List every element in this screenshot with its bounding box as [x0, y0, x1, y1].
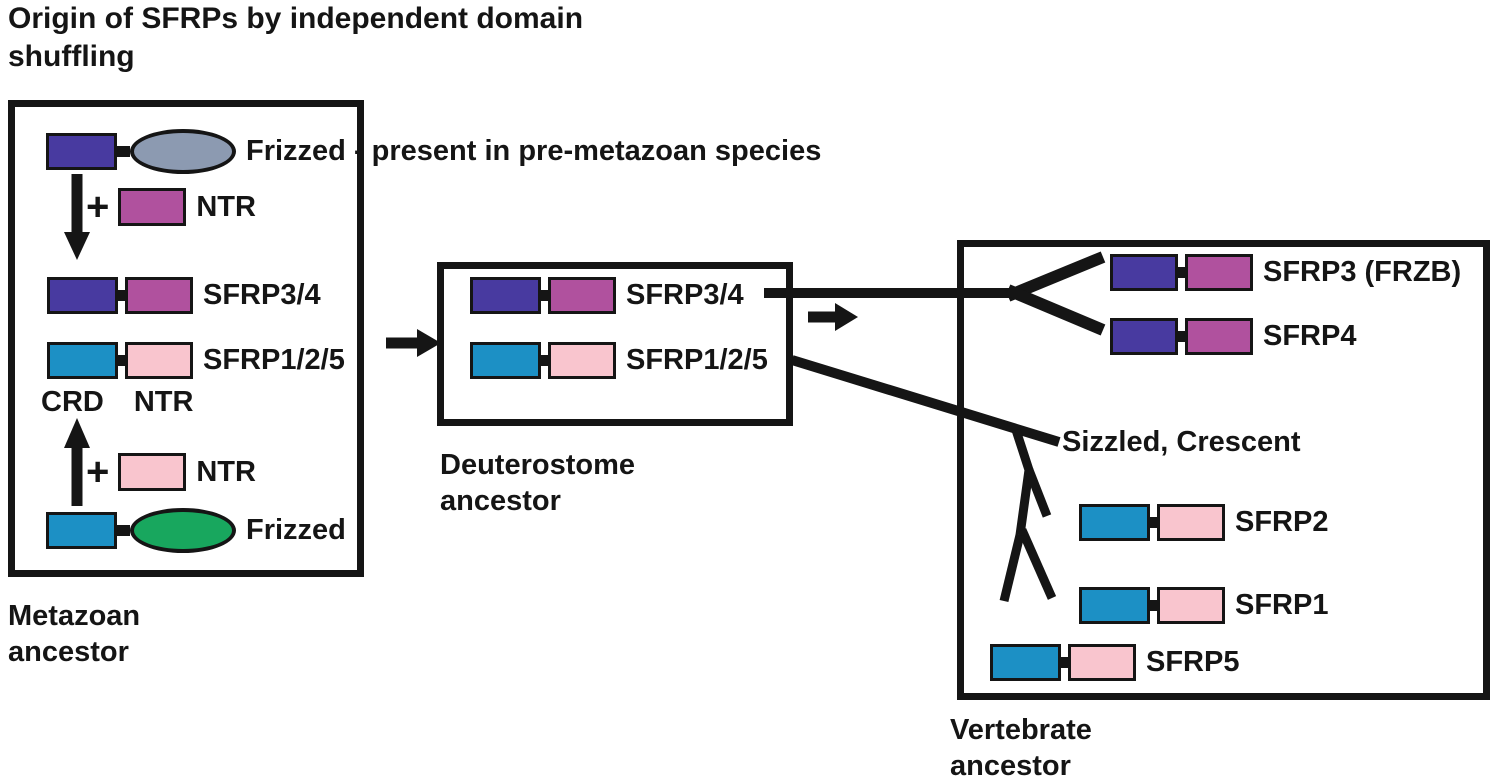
crd-domain — [1079, 504, 1150, 541]
metazoan-caption: Metazoan ancestor — [8, 600, 141, 668]
metazoan-ancestor-box — [8, 100, 364, 577]
sfrp4-module: SFRP4 — [1110, 318, 1356, 355]
frizzled-premetazoan-module: Frizzed - present in pre-metazoan specie… — [46, 129, 821, 174]
ntr-domain — [548, 277, 616, 314]
sizzled-crescent-label: Sizzled, Crescent — [1062, 426, 1301, 458]
sfrp2-label: SFRP2 — [1235, 506, 1329, 538]
ntr-label: NTR — [196, 455, 256, 488]
crd-domain — [1110, 254, 1178, 291]
domain-linker — [541, 355, 548, 366]
deuterostome-caption: Deuterostome ancestor — [440, 449, 635, 517]
domain-linker — [118, 355, 125, 366]
domain-linker — [1150, 600, 1157, 611]
domain-key-caption: CRD NTR — [41, 386, 193, 419]
crd-domain — [46, 133, 117, 170]
ntr-domain — [548, 342, 616, 379]
crd-domain — [47, 277, 118, 314]
ntr-domain — [118, 453, 187, 491]
sfrp5-label: SFRP5 — [1146, 646, 1240, 678]
frizzled-body-ellipse — [130, 129, 236, 174]
crd-domain — [470, 342, 541, 379]
sfrp1-module: SFRP1 — [1079, 587, 1328, 624]
plus-sign: + — [86, 450, 110, 494]
ntr-domain — [125, 342, 193, 379]
sfrp125-module-metazoan: SFRP1/2/5 — [47, 342, 345, 379]
sfrp34-label: SFRP3/4 — [203, 279, 321, 311]
plus-sign: + — [86, 185, 110, 229]
ntr-caption: NTR — [133, 386, 194, 418]
crd-domain — [990, 644, 1061, 681]
frizzled-metazoan-module: Frizzed — [46, 508, 346, 553]
ntr-domain — [1157, 587, 1225, 624]
sfrp3-label: SFRP3 (FRZB) — [1263, 256, 1462, 288]
ntr-domain — [1185, 318, 1253, 355]
sfrp3-module: SFRP3 (FRZB) — [1110, 254, 1461, 291]
plus-ntr-magenta-row: + NTR — [86, 187, 256, 227]
crd-domain — [47, 342, 118, 379]
frizzled-body-ellipse — [130, 508, 236, 553]
crd-caption: CRD — [41, 386, 104, 418]
sfrp1-label: SFRP1 — [1235, 589, 1329, 621]
sfrp4-label: SFRP4 — [1263, 320, 1357, 352]
crd-domain — [1079, 587, 1150, 624]
frizzled-label: Frizzed — [246, 514, 346, 546]
sfrp125-module-deuterostome: SFRP1/2/5 — [470, 342, 768, 379]
ntr-domain — [118, 188, 187, 226]
sfrp125-label: SFRP1/2/5 — [626, 344, 768, 376]
domain-linker — [1178, 267, 1185, 278]
flow-arrow-2-icon — [835, 303, 858, 331]
ntr-label: NTR — [196, 190, 256, 223]
sfrp2-module: SFRP2 — [1079, 504, 1328, 541]
domain-linker — [1150, 517, 1157, 528]
domain-linker — [1178, 331, 1185, 342]
sfrp5-module: SFRP5 — [990, 644, 1239, 681]
crd-domain — [1110, 318, 1178, 355]
ntr-domain — [1068, 644, 1136, 681]
diagram-title: Origin of SFRPs by independent domain sh… — [8, 2, 584, 73]
domain-linker — [1061, 657, 1068, 668]
sfrp125-label: SFRP1/2/5 — [203, 344, 345, 376]
frizzled-premetazoan-label: Frizzed - present in pre-metazoan specie… — [246, 135, 822, 167]
sfrp34-module-deuterostome: SFRP3/4 — [470, 277, 744, 314]
crd-domain — [470, 277, 541, 314]
domain-linker — [541, 290, 548, 301]
domain-linker — [117, 525, 130, 536]
ntr-domain — [1157, 504, 1225, 541]
vertebrate-caption: Vertebrate ancestor — [950, 714, 1092, 782]
ntr-domain — [1185, 254, 1253, 291]
domain-linker — [117, 146, 130, 157]
domain-linker — [118, 290, 125, 301]
sfrp34-module-metazoan: SFRP3/4 — [47, 277, 321, 314]
ntr-domain — [125, 277, 193, 314]
plus-ntr-pink-row: + NTR — [86, 452, 256, 492]
sfrp34-label: SFRP3/4 — [626, 279, 744, 311]
vertebrate-ancestor-box — [957, 240, 1490, 700]
crd-domain — [46, 512, 117, 549]
